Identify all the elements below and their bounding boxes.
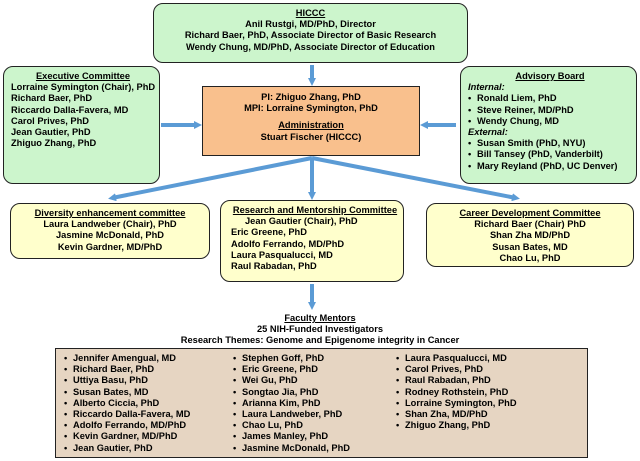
research-member: Jean Gautier (Chair), PhD [245, 216, 358, 227]
advisory-title: Advisory Board [515, 71, 585, 81]
arrow-center-to-career [311, 156, 520, 202]
pi-administration-box: PI: Zhiguo Zhang, PhD MPI: Lorraine Symi… [202, 86, 420, 156]
faculty-heading: Faculty Mentors 25 NIH-Funded Investigat… [170, 313, 470, 347]
career-title: Career Development Committee [459, 208, 601, 218]
executive-member: Lorraine Symington (Chair), PhD [11, 82, 156, 93]
research-member: Adolfo Ferrando, MD/PhD [231, 238, 345, 249]
faculty-title: Faculty Mentors [284, 313, 356, 323]
faculty-member: Eric Greene, PhD [233, 364, 350, 375]
faculty-member: Laura Pasqualucci, MD [396, 353, 517, 364]
diversity-title: Diversity enhancement committee [34, 208, 186, 218]
faculty-column-2: Stephen Goff, PhD Eric Greene, PhD Wei G… [233, 353, 350, 454]
diversity-member: Kevin Gardner, MD/PhD [57, 241, 163, 252]
mpi-line: MPI: Lorraine Symington, PhD [244, 103, 378, 114]
faculty-member: Jean Gautier, PhD [64, 443, 190, 454]
diversity-committee-box: Diversity enhancement committee Laura La… [10, 203, 210, 259]
hiccc-line: Wendy Chung, MD/PhD, Associate Director … [186, 41, 435, 52]
advisory-external-member: Susan Smith (PhD, NYU) [468, 138, 632, 149]
faculty-member: Arianna Kim, PhD [233, 398, 350, 409]
faculty-member: Richard Baer, PhD [64, 364, 190, 375]
advisory-external-label: External: [468, 127, 508, 138]
diversity-member: Jasmine McDonald, PhD [56, 230, 164, 241]
pi-line: PI: Zhiguo Zhang, PhD [261, 92, 361, 102]
hiccc-title: HICCC [295, 8, 326, 18]
hiccc-line: Anil Rustgi, MD/PhD, Director [245, 19, 376, 30]
faculty-member: Zhiguo Zhang, PhD [396, 420, 517, 431]
advisory-internal-member: Ronald Liem, PhD [468, 93, 632, 104]
advisory-external-member: Mary Reyland (PhD, UC Denver) [468, 161, 632, 172]
executive-title: Executive Committee [35, 71, 131, 81]
faculty-member: Raul Rabadan, PhD [396, 375, 517, 386]
faculty-member: Kevin Gardner, MD/PhD [64, 431, 190, 442]
diversity-member: Laura Landweber (Chair), PhD [43, 219, 177, 230]
executive-member: Zhiguo Zhang, PhD [11, 138, 97, 149]
career-member: Susan Bates, MD [492, 241, 568, 252]
faculty-member: James Manley, PhD [233, 431, 350, 442]
faculty-member: Jasmine McDonald, PhD [233, 443, 350, 454]
advisory-internal-member: Wendy Chung, MD [468, 116, 632, 127]
faculty-member: Rodney Rothstein, PhD [396, 387, 517, 398]
career-member: Shan Zha MD/PhD [489, 230, 571, 241]
faculty-subtitle: 25 NIH-Funded Investigators [256, 324, 384, 335]
executive-member: Riccardo Dalla-Favera, MD [11, 104, 129, 115]
faculty-member: Riccardo Dalla-Favera, MD [64, 409, 190, 420]
faculty-member: Adolfo Ferrando, MD/PhD [64, 420, 190, 431]
research-member: Eric Greene, PhD [231, 227, 307, 238]
hiccc-line: Richard Baer, PhD, Associate Director of… [184, 30, 437, 41]
arrow-center-to-diversity [108, 156, 313, 202]
advisory-board-box: Advisory Board Internal: Ronald Liem, Ph… [460, 66, 637, 184]
executive-committee-box: Executive Committee Lorraine Symington (… [3, 66, 160, 184]
faculty-member: Carol Prives, PhD [396, 364, 517, 375]
career-committee-box: Career Development Committee Richard Bae… [426, 203, 634, 267]
research-member: Raul Rabadan, PhD [231, 261, 317, 272]
administration-name: Stuart Fischer (HICCC) [260, 131, 362, 142]
faculty-member: Lorraine Symington, PhD [396, 398, 517, 409]
faculty-member: Uttiya Basu, PhD [64, 375, 190, 386]
faculty-column-3: Laura Pasqualucci, MD Carol Prives, PhD … [396, 353, 517, 431]
faculty-member: Stephen Goff, PhD [233, 353, 350, 364]
executive-member: Richard Baer, PhD [11, 93, 93, 104]
faculty-member: Jennifer Amengual, MD [64, 353, 190, 364]
faculty-member: Songtao Jia, PhD [233, 387, 350, 398]
career-member: Richard Baer (Chair) PhD [474, 219, 586, 230]
faculty-member: Wei Gu, PhD [233, 375, 350, 386]
advisory-internal-label: Internal: [468, 82, 505, 93]
faculty-member: Shan Zha, MD/PhD [396, 409, 517, 420]
executive-member: Carol Prives, PhD [11, 115, 90, 126]
faculty-themes: Research Themes: Genome and Epigenome in… [180, 335, 460, 346]
faculty-member: Chao Lu, PhD [233, 420, 350, 431]
administration-title: Administration [278, 120, 344, 131]
faculty-member: Alberto Ciccia, PhD [64, 398, 190, 409]
faculty-member: Laura Landweber, PhD [233, 409, 350, 420]
faculty-column-1: Jennifer Amengual, MD Richard Baer, PhD … [64, 353, 190, 454]
research-committee-box: Research and Mentorship Committee Jean G… [220, 200, 404, 282]
research-title: Research and Mentorship Committee [232, 205, 398, 215]
hiccc-box: HICCC Anil Rustgi, MD/PhD, Director Rich… [153, 3, 468, 63]
executive-member: Jean Gautier, PhD [11, 127, 91, 138]
career-member: Chao Lu, PhD [499, 252, 561, 263]
advisory-external-member: Bill Tansey (PhD, Vanderbilt) [468, 149, 632, 160]
faculty-member: Susan Bates, MD [64, 387, 190, 398]
faculty-list-box: Jennifer Amengual, MD Richard Baer, PhD … [55, 348, 588, 458]
research-member: Laura Pasqualucci, MD [231, 249, 333, 260]
advisory-internal-member: Steve Reiner, MD/PhD [468, 105, 632, 116]
